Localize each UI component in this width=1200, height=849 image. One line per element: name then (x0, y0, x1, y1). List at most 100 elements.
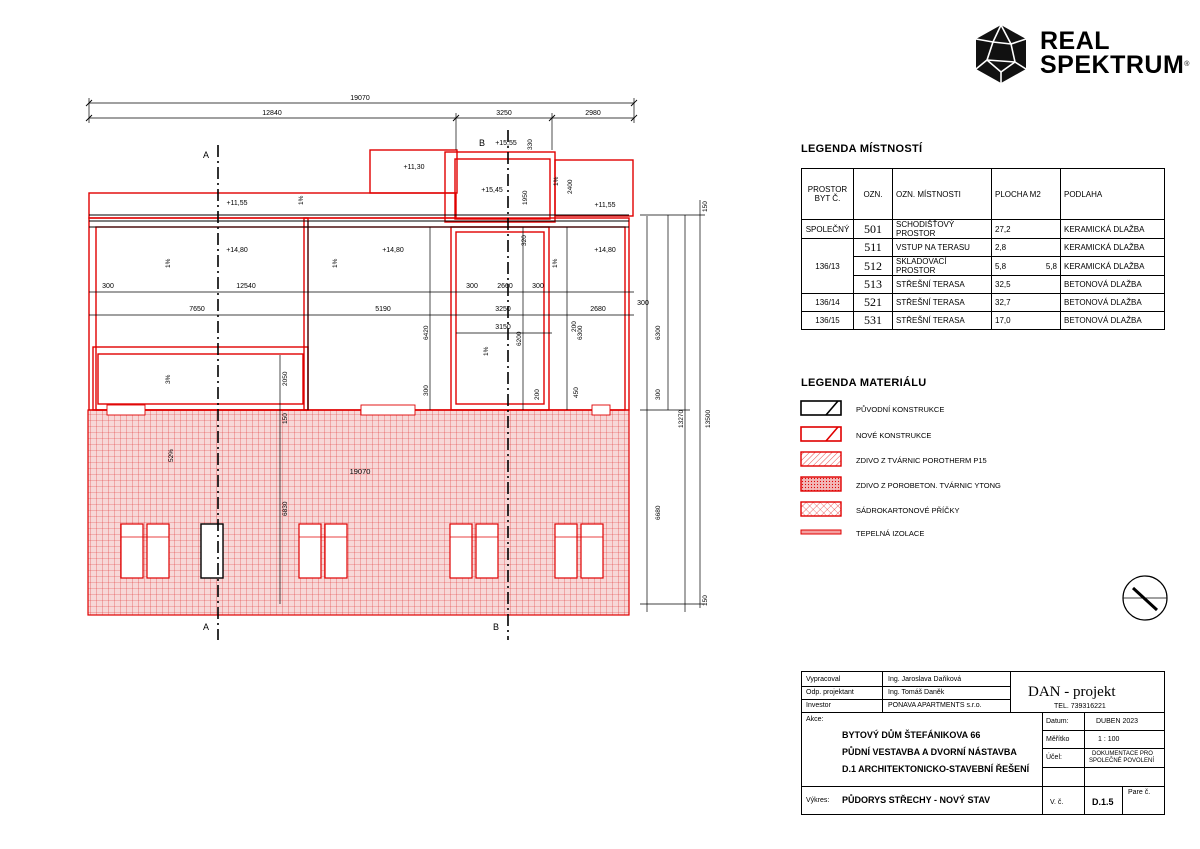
table-row: 136/14 521 STŘEŠNÍ TERASA 32,7 BETONOVÁ … (801, 293, 1165, 312)
dim-right: 6680 (655, 505, 662, 520)
dim-top-part: 3250 (496, 110, 512, 117)
table-cell: STŘEŠNÍ TERASA (892, 311, 992, 330)
title-block: Vypracoval Ing. Jaroslava Daňková Odp. p… (801, 671, 1165, 815)
material-label: ZDIVO Z POROBETON. TVÁRNIC YTONG (856, 481, 1001, 490)
table-row: 136/15 531 STŘEŠNÍ TERASA 17,0 BETONOVÁ … (801, 311, 1165, 330)
table-cell: 511 (853, 238, 893, 257)
table-cell: KERAMICKÁ DLAŽBA (1060, 256, 1165, 276)
table-cell: 521 (853, 293, 893, 312)
table-cell: STŘEŠNÍ TERASA (892, 275, 992, 294)
table-row: 513 STŘEŠNÍ TERASA 32,5 BETONOVÁ DLAŽBA (802, 275, 1165, 294)
table-cell: 2,8 (991, 238, 1061, 257)
dim-vertical: 2400 (567, 179, 574, 194)
designer-value: Ing. Tomáš Daněk (888, 689, 945, 696)
pitched-roof-area (87, 409, 630, 616)
material-label: ZDIVO Z TVÁRNIC POROTHERM P15 (856, 456, 987, 465)
header-code: OZN. (853, 168, 893, 220)
company-name: DAN - projekt (1028, 684, 1116, 700)
company-logo: REAL SPEKTRUM® (1040, 27, 1190, 79)
logo-line-1: REAL (1040, 27, 1111, 55)
dim-right: 150 (702, 595, 709, 606)
dim-vertical: 320 (521, 235, 528, 246)
dim-vertical: 200 (571, 321, 578, 332)
geodesic-sphere-icon (975, 23, 1027, 83)
header-space: PROSTOR BYT Č. (801, 168, 854, 220)
drawing-value: PŮDORYS STŘECHY - NOVÝ STAV (842, 795, 991, 805)
elevation-label: +14,80 (594, 247, 616, 254)
dim-right: 330 (527, 139, 534, 150)
dim-inner: 3150 (495, 324, 511, 331)
material-legend-title: LEGENDA MATERIÁLU (801, 377, 927, 389)
logo-line-2: SPEKTRUM® (1040, 51, 1190, 79)
header-floor: PODLAHA (1060, 168, 1165, 220)
table-cell: 136/15 (801, 311, 854, 330)
table-cell: STŘEŠNÍ TERASA (892, 293, 992, 312)
table-cell: SCHODIŠŤOVÝ PROSTOR (892, 219, 992, 239)
dim-right: 13270 (678, 410, 685, 428)
elevation-label: +14,80 (226, 247, 248, 254)
investor-label: Investor (806, 702, 831, 709)
dim-top-total: 19070 (350, 95, 370, 102)
table-cell: SKLADOVACÍ PROSTOR (892, 256, 992, 276)
investor-value: PONAVA APARTMENTS s.r.o. (888, 702, 982, 709)
terrace-outlines (88, 149, 634, 411)
purpose-value-1: DOKUMENTACE PRO (1092, 751, 1153, 757)
skylights (106, 404, 611, 416)
header-area: PLOCHA M2 (991, 168, 1061, 220)
action-line-2: PŮDNÍ VESTAVBA A DVORNÍ NÁSTAVBA (842, 747, 1017, 757)
roof-windows (120, 523, 604, 579)
table-cell: KERAMICKÁ DLAŽBA (1060, 238, 1165, 257)
group-area: 5,8 (1045, 261, 1057, 271)
dim-vertical: 300 (423, 385, 430, 396)
elevation-label: +15,45 (481, 187, 503, 194)
dim-row-b: 300 (637, 300, 649, 307)
action-label: Akce: (806, 716, 824, 723)
slope-label: 1% (165, 258, 172, 268)
slope-label: 1% (332, 258, 339, 268)
table-cell: 531 (853, 311, 893, 330)
room-legend-table: PROSTOR BYT Č. OZN. OZN. MÍSTNOSTI PLOCH… (801, 168, 1165, 330)
table-cell: VSTUP NA TERASU (892, 238, 992, 257)
purpose-label: Účel: (1046, 754, 1062, 761)
table-cell: 513 (853, 275, 893, 294)
number-value: D.1.5 (1092, 797, 1114, 807)
dim-row-a: 12540 (236, 283, 256, 290)
slope-label: 1% (298, 195, 305, 205)
number-label: V. č. (1050, 799, 1064, 806)
dim-row-a: 300 (532, 283, 544, 290)
dim-vertical: 450 (573, 387, 580, 398)
dim-row-a: 2660 (497, 283, 513, 290)
dim-right: 300 (655, 389, 662, 400)
dim-right: 150 (702, 201, 709, 212)
dim-right: 13500 (705, 410, 712, 428)
table-cell: KERAMICKÁ DLAŽBA (1060, 219, 1165, 239)
table-cell: 32,5 (991, 275, 1061, 294)
elevation-label: +11,30 (403, 164, 424, 171)
dim-top-part: 12840 (262, 110, 282, 117)
dim-top-part: 2980 (585, 110, 601, 117)
slope-label: 3% (165, 374, 172, 384)
dim-row-b: 7650 (189, 306, 205, 313)
table-header-row: PROSTOR BYT Č. OZN. OZN. MÍSTNOSTI PLOCH… (801, 168, 1165, 220)
material-label: SÁDROKARTONOVÉ PŘÍČKY (856, 506, 960, 515)
registered-mark: ® (1184, 61, 1190, 68)
drawing-label: Výkres: (806, 797, 830, 804)
table-row: SPOLEČNÝ 501 SCHODIŠŤOVÝ PROSTOR 27,2 KE… (801, 219, 1165, 239)
designer-label: Odp. projektant (806, 689, 854, 696)
scale-label: Měřítko (1046, 736, 1070, 743)
prepared-label: Vypracoval (806, 676, 841, 683)
table-cell: SPOLEČNÝ (801, 219, 854, 239)
dim-row-b: 2680 (590, 306, 606, 313)
dim-vertical: 1950 (522, 190, 529, 205)
dim-row-a: 300 (102, 283, 114, 290)
table-cell: 136/13 (801, 238, 854, 294)
dim-row-b: 5190 (375, 306, 391, 313)
dim-vertical: 6420 (423, 325, 430, 340)
copy-label: Pare č. (1128, 789, 1151, 796)
dim-vertical: 2050 (282, 371, 289, 386)
roof-window-original (200, 523, 224, 579)
dim-row-a: 300 (466, 283, 478, 290)
